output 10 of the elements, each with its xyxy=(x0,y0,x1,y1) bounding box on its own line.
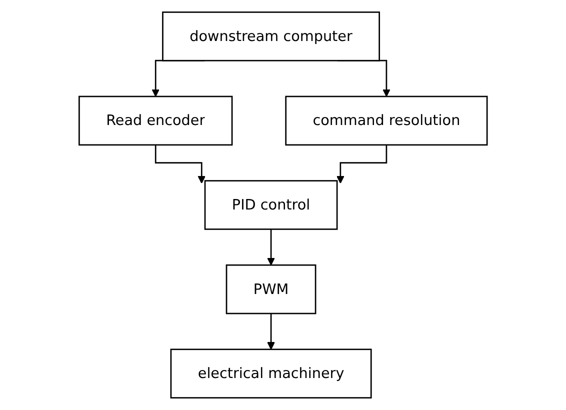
arrow xyxy=(154,144,206,184)
node-box: PWM xyxy=(226,264,316,314)
node-box: PID control xyxy=(204,180,338,230)
node-box: Read encoder xyxy=(78,96,233,146)
arrow xyxy=(336,144,387,184)
arrow xyxy=(266,312,275,350)
node-box: electrical machinery xyxy=(170,348,372,398)
arrow xyxy=(266,228,275,266)
node-box: command resolution xyxy=(285,96,488,146)
node-box: downstream computer xyxy=(162,12,380,62)
